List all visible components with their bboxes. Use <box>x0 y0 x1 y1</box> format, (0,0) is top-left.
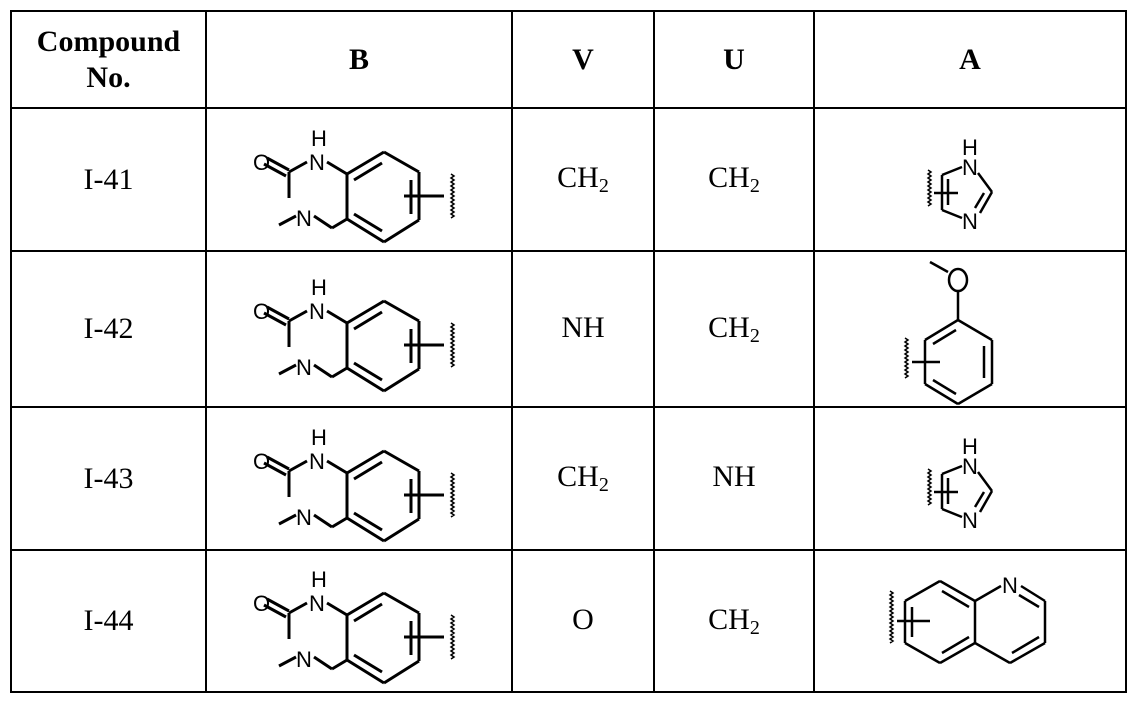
svg-text:H: H <box>311 425 327 450</box>
header-compound-no: Compound No. <box>10 10 207 109</box>
svg-text:N: N <box>309 449 325 474</box>
svg-text:O: O <box>253 299 270 324</box>
u-value: CH2 <box>653 549 815 693</box>
structure-a: H N N <box>813 406 1127 551</box>
compound-table: Compound No. B V U A I-41 O N H N CH2 CH… <box>10 10 1127 693</box>
structure-b: O N H N <box>205 107 513 252</box>
table-row: I-42 O N H N NH CH2 <box>10 250 1127 408</box>
v-value: CH2 <box>511 406 655 551</box>
header-row: Compound No. B V U A <box>10 10 1127 109</box>
imidazole-structure-icon: H N N <box>926 135 994 234</box>
svg-text:H: H <box>311 275 327 300</box>
svg-text:H: H <box>311 126 327 151</box>
svg-text:O: O <box>253 449 270 474</box>
header-v: V <box>511 10 655 109</box>
v-value: NH <box>511 250 655 408</box>
compound-id: I-44 <box>10 549 207 693</box>
u-value: CH2 <box>653 107 815 252</box>
svg-text:N: N <box>962 155 978 180</box>
svg-text:H: H <box>962 434 978 459</box>
header-u: U <box>653 10 815 109</box>
structure-a: H N N <box>813 107 1127 252</box>
quinazolinone-structure-icon: O N H N <box>253 567 456 685</box>
v-value: CH2 <box>511 107 655 252</box>
quinazolinone-structure-icon: O N H N <box>253 275 456 393</box>
svg-text:N: N <box>296 505 312 530</box>
structure-b: O N H N <box>205 250 513 408</box>
svg-text:N: N <box>296 647 312 672</box>
compound-id: I-41 <box>10 107 207 252</box>
svg-text:N: N <box>309 299 325 324</box>
svg-text:O: O <box>253 591 270 616</box>
compound-id: I-43 <box>10 406 207 551</box>
quinazolinone-structure-icon: O N H N <box>253 425 456 542</box>
svg-text:N: N <box>296 206 312 231</box>
cropped-caption-text <box>0 694 1135 704</box>
svg-text:H: H <box>962 135 978 160</box>
imidazole-structure-icon: H N N <box>926 434 994 533</box>
u-value: NH <box>653 406 815 551</box>
svg-text:N: N <box>309 150 325 175</box>
header-a: A <box>813 10 1127 109</box>
svg-text:N: N <box>296 355 312 380</box>
svg-text:N: N <box>962 454 978 479</box>
methoxyphenyl-structure-icon <box>903 260 994 406</box>
svg-text:O: O <box>253 150 270 175</box>
compound-id: I-42 <box>10 250 207 408</box>
structure-b: O N H N <box>205 549 513 693</box>
u-value: CH2 <box>653 250 815 408</box>
table-row: I-44 O N H N O CH2 <box>10 549 1127 693</box>
svg-text:H: H <box>311 567 327 592</box>
structure-a <box>813 250 1127 408</box>
structure-b: O N H N <box>205 406 513 551</box>
header-b: B <box>205 10 513 109</box>
quinazolinone-structure-icon: O N H N <box>253 126 456 243</box>
svg-text:N: N <box>309 591 325 616</box>
v-value: O <box>511 549 655 693</box>
table-row: I-41 O N H N CH2 CH2 H N N <box>10 107 1127 252</box>
svg-text:N: N <box>962 209 978 234</box>
svg-text:N: N <box>962 508 978 533</box>
svg-text:N: N <box>1002 573 1018 598</box>
structure-a: N <box>813 549 1127 693</box>
quinoline-structure-icon: N <box>888 573 1047 665</box>
table-row: I-43 O N H N CH2 NH H N N <box>10 406 1127 551</box>
